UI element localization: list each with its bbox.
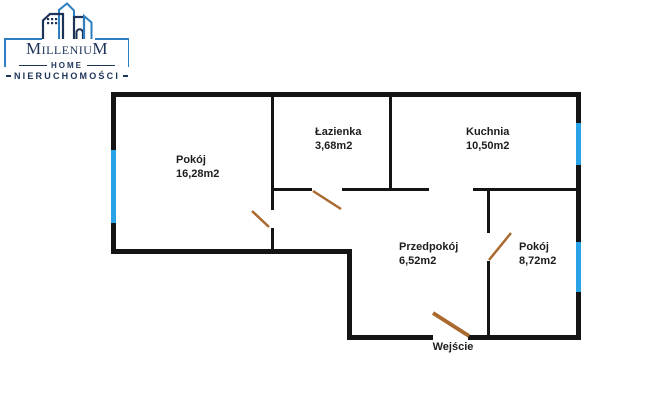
- door-leaf-room1: [251, 210, 270, 228]
- wall-room1-right-lower: [271, 228, 274, 249]
- room-area: 16,28m2: [176, 167, 220, 180]
- room-name: Łazienka: [315, 126, 362, 138]
- entrance-label: Wejście: [432, 341, 474, 353]
- window-right-kitchen: [576, 123, 581, 165]
- room-label-pokoj-2: Pokój 8,72m2: [519, 241, 556, 268]
- wall-outer-top: [111, 92, 581, 97]
- wall-hall-room2-upper: [487, 191, 490, 233]
- wall-outer-bottom-right-of-entrance: [468, 335, 581, 340]
- logo-frame-top-right: [95, 38, 129, 40]
- room-area: 3,68m2: [315, 139, 353, 152]
- wall-hall-room2-lower: [487, 261, 490, 335]
- door-leaf-room2: [488, 232, 512, 261]
- logo-home-text: HOME: [51, 61, 83, 70]
- wall-room1-bottom: [111, 249, 352, 254]
- window-left-room1: [111, 150, 116, 223]
- door-leaf-bathroom: [312, 189, 342, 211]
- logo-frame-left: [4, 38, 6, 67]
- wall-outer-right: [576, 92, 581, 340]
- logo-home-dash-right: [87, 64, 115, 67]
- room-area: 8,72m2: [519, 254, 557, 267]
- logo-frame-right: [127, 38, 129, 67]
- wall-bathroom-kitchen-divider: [389, 97, 392, 189]
- room-name: Przedpokój: [399, 241, 459, 253]
- logo-subtitle-text: NIERUCHOMOŚCI: [13, 71, 121, 81]
- room-name: Pokój: [519, 241, 549, 253]
- window-right-room2: [576, 242, 581, 292]
- logo-home-row: HOME: [0, 61, 134, 70]
- room-area: 6,52m2: [399, 254, 437, 267]
- wall-hall-top-segment-a: [274, 188, 312, 191]
- wall-hall-top-segment-b: [342, 188, 429, 191]
- logo-home-dash-left: [19, 64, 47, 67]
- room-label-kuchnia: Kuchnia 10,50m2: [466, 126, 509, 153]
- room-label-lazienka: Łazienka 3,68m2: [315, 126, 361, 153]
- logo-window-dots: [47, 18, 58, 25]
- logo-sub-dash-left: [5, 75, 11, 77]
- wall-outer-bottom-left-of-entrance: [347, 335, 433, 340]
- room-label-przedpokoj: Przedpokój 6,52m2: [399, 241, 458, 268]
- wall-room1-right-upper: [271, 97, 274, 210]
- room-name: Kuchnia: [466, 126, 510, 138]
- logo-subtitle-row: NIERUCHOMOŚCI: [0, 71, 134, 81]
- wall-hall-top-segment-c: [473, 188, 576, 191]
- room-area: 10,50m2: [466, 139, 510, 152]
- room-label-pokoj-1: Pokój 16,28m2: [176, 154, 219, 181]
- logo-brand-text: MilleniuM: [25, 39, 109, 58]
- logo-sub-dash-right: [123, 75, 129, 77]
- wall-step-vertical: [347, 249, 352, 340]
- door-leaf-entrance: [431, 311, 471, 338]
- logo: MilleniuM HOME NIERUCHOMOŚCI: [0, 0, 134, 82]
- logo-buildings-icon: [41, 2, 93, 39]
- room-name: Pokój: [176, 154, 206, 166]
- logo-frame-top-left: [4, 38, 42, 40]
